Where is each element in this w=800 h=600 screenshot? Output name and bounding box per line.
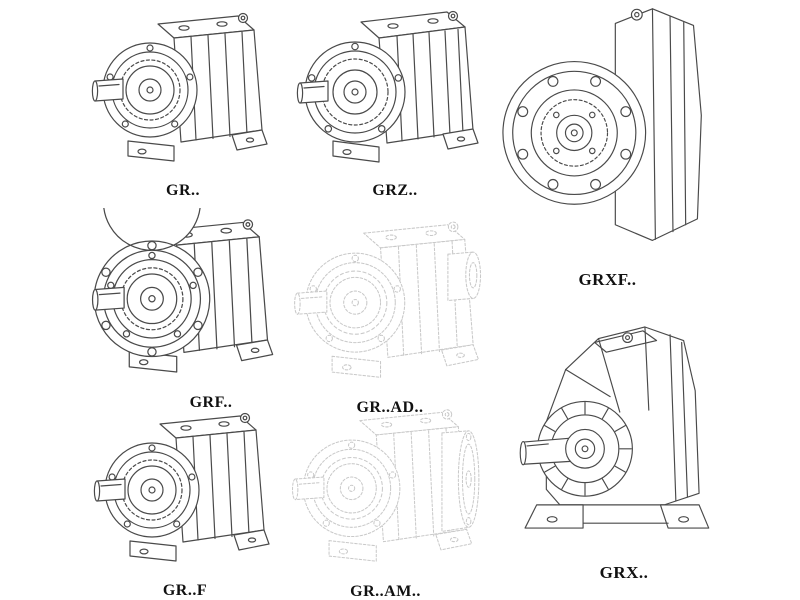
product-figure-grf: GRF.. <box>88 208 284 412</box>
product-figure-gr-am: GR..AM.. <box>288 398 483 600</box>
gearbox-grxf-part <box>502 8 702 241</box>
grx-gearbox-drawing <box>519 326 710 529</box>
gr-am-label: GR..AM.. <box>350 582 421 600</box>
gearbox-grz-part <box>296 10 479 163</box>
gearbox-front-part <box>294 252 406 353</box>
grf-label: GRF.. <box>189 393 233 411</box>
gr-ad-gearbox-drawing <box>294 221 482 378</box>
product-figure-gr-f: GR..F <box>90 402 280 600</box>
gearbox-front-part <box>292 439 401 538</box>
gearbox-adapter-part <box>447 251 482 302</box>
product-figure-grx: GRX.. <box>498 298 730 583</box>
grxf-gearbox-drawing <box>502 8 702 241</box>
gearbox-front-part <box>91 42 198 138</box>
gearbox-motor-flange-part <box>441 430 480 532</box>
product-figure-gr-ad: GR..AD.. <box>290 210 490 417</box>
gr-gearbox-drawing <box>91 12 268 162</box>
grx-label: GRX.. <box>599 563 649 583</box>
gearbox-grx-part <box>519 326 710 529</box>
gr-f-gearbox-drawing <box>93 412 270 562</box>
product-figure-gr: GR.. <box>88 2 278 200</box>
grz-gearbox-drawing <box>296 10 479 163</box>
gearbox-front-part <box>93 442 200 538</box>
grz-label: GRZ.. <box>372 182 418 199</box>
grxf-label: GRXF.. <box>578 269 637 289</box>
product-figure-grz: GRZ.. <box>295 2 495 200</box>
gr-ad-label: GR..AD.. <box>356 399 424 417</box>
gr-f-label: GR..F <box>162 582 208 599</box>
gr-label: GR.. <box>166 182 200 199</box>
grf-gearbox-drawing <box>91 208 274 373</box>
gr-am-gearbox-drawing <box>292 409 480 562</box>
product-figure-grxf: GRXF.. <box>500 0 715 290</box>
